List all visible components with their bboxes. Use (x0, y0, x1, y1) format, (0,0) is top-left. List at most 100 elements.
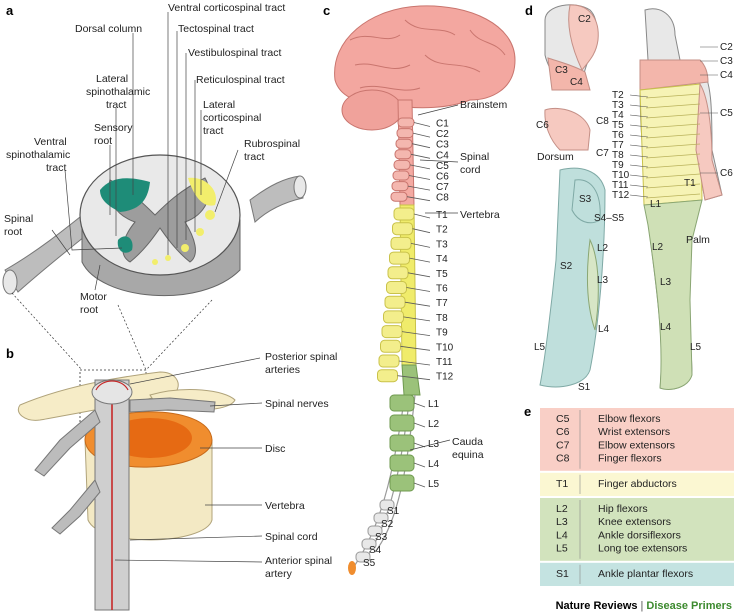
label-spinal-cord-c-1: Spinal (460, 151, 489, 163)
segment-label-s4: S4 (369, 545, 382, 556)
leader-t3 (629, 104, 649, 108)
right-label-c4-2: C4 (720, 70, 733, 81)
segment-label-t5: T5 (436, 269, 448, 280)
nerve-t12 (397, 375, 431, 381)
dermatome-band-t10 (645, 173, 701, 179)
dermatome-band-t2 (645, 93, 701, 99)
nerve-l2 (413, 422, 426, 428)
panel-a: a Ventral corticospinal tract (2, 2, 307, 316)
table-segment-s1: S1 (556, 568, 569, 580)
table-segment-c5: C5 (556, 413, 570, 425)
vertebra-c6 (392, 170, 410, 181)
label-vertebra-b: Vertebra (265, 500, 305, 512)
segment-label-l4: L4 (428, 459, 440, 470)
vertebra-t2 (392, 222, 413, 236)
nerve-c3 (411, 143, 431, 149)
panel-c-letter: c (323, 3, 330, 18)
segment-label-t3: T3 (436, 239, 448, 250)
label-ventral-spinothalamic-1: Ventral (34, 136, 67, 148)
vertebra-c2 (396, 128, 414, 139)
dermatome-band-t9 (645, 163, 701, 169)
table-group-1 (540, 472, 734, 496)
panel-a-letter: a (6, 3, 14, 18)
segment-label-c5: C5 (436, 161, 449, 172)
head-label-c2: C2 (578, 14, 591, 25)
segment-label-c2: C2 (436, 129, 449, 140)
back-label-l2: L2 (597, 243, 609, 254)
vertebra-t7 (384, 295, 406, 309)
vertebra-s4 (361, 538, 377, 550)
label-vertebra-c: Vertebra (460, 209, 500, 221)
table-segment-c7: C7 (556, 439, 570, 451)
front-label-t1: T1 (684, 178, 696, 189)
zoom-lines (11, 292, 213, 371)
table-segment-l5: L5 (556, 543, 568, 555)
nerve-t10 (400, 345, 431, 351)
segment-label-c8: C8 (436, 193, 449, 204)
left-nerve-end (2, 269, 18, 295)
vertebra-t4 (389, 251, 410, 265)
vertebra-c5 (393, 159, 411, 170)
vertebra-t8 (383, 310, 404, 324)
dermatome-band-t8 (645, 153, 701, 159)
right-label-c5-3: C5 (720, 108, 733, 119)
front-label-palm: Palm (686, 234, 710, 246)
leader-t7 (629, 144, 649, 148)
leader-t2 (629, 94, 649, 98)
segment-label-c4: C4 (436, 150, 449, 161)
label-spinal-root-1: Spinal (4, 213, 33, 225)
leader-t8 (629, 154, 649, 158)
vertebra-s1 (379, 499, 395, 511)
label-motor-root-1: Motor (80, 291, 107, 303)
thoracic-label-t2: T2 (612, 90, 624, 101)
tectospinal-area (165, 255, 171, 261)
front-leg-l5: L5 (690, 342, 702, 353)
segment-label-t12: T12 (436, 372, 454, 383)
table-group-3 (540, 562, 734, 586)
table-function-t1: Finger abductors (598, 478, 677, 490)
footer: Nature Reviews|Disease Primers (556, 600, 732, 612)
nerve-c2 (412, 132, 431, 138)
thoracic-label-t9: T9 (612, 160, 624, 171)
segment-label-t11: T11 (436, 357, 453, 368)
hand-label-c7: C7 (596, 148, 609, 159)
segment-label-c7: C7 (436, 182, 449, 193)
segment-label-t2: T2 (436, 225, 448, 236)
hand-label-c6: C6 (536, 120, 549, 131)
nerve-c7 (407, 185, 431, 191)
table-group-0 (540, 408, 734, 471)
right-spinal-nerve (249, 175, 304, 223)
vertebra-t1 (393, 207, 415, 221)
vertebra-t3 (390, 236, 412, 250)
nerve-t7 (404, 301, 431, 307)
vertebra-l2 (389, 414, 415, 432)
cord-top (91, 379, 133, 405)
vertebra-s3 (367, 525, 383, 537)
label-dorsal-column: Dorsal column (75, 23, 142, 35)
label-sensory-root-2: root (94, 135, 112, 147)
vertebra-c3 (395, 138, 413, 149)
label-sensory-root-1: Sensory (94, 122, 133, 134)
leader-t9 (629, 164, 649, 168)
table-segment-c8: C8 (556, 453, 570, 465)
vertebra-s5 (355, 551, 371, 563)
nerve-t5 (407, 272, 431, 278)
label-lateral-spinothalamic-1: Lateral (96, 73, 128, 85)
vertebra-t12 (377, 369, 398, 383)
vertebra-l5 (389, 474, 415, 492)
back-label-s3: S3 (579, 194, 592, 205)
thoracic-label-t8: T8 (612, 150, 624, 161)
nerve-right (129, 397, 216, 413)
nerve-t1 (413, 213, 431, 219)
segment-label-t8: T8 (436, 313, 448, 324)
segment-label-l3: L3 (428, 439, 440, 450)
panel-b-letter: b (6, 346, 14, 361)
footer-series: Disease Primers (646, 600, 732, 612)
panel-d: d C2 C3 C4 C6 C8 C7 Dorsum S3 S4–S5 L2 S… (525, 3, 733, 393)
neck-zone (547, 57, 591, 91)
label-cauda-equina-2: equina (452, 449, 484, 461)
segment-label-t6: T6 (436, 284, 448, 295)
label-ventral-spinothalamic-3: tract (46, 162, 67, 174)
